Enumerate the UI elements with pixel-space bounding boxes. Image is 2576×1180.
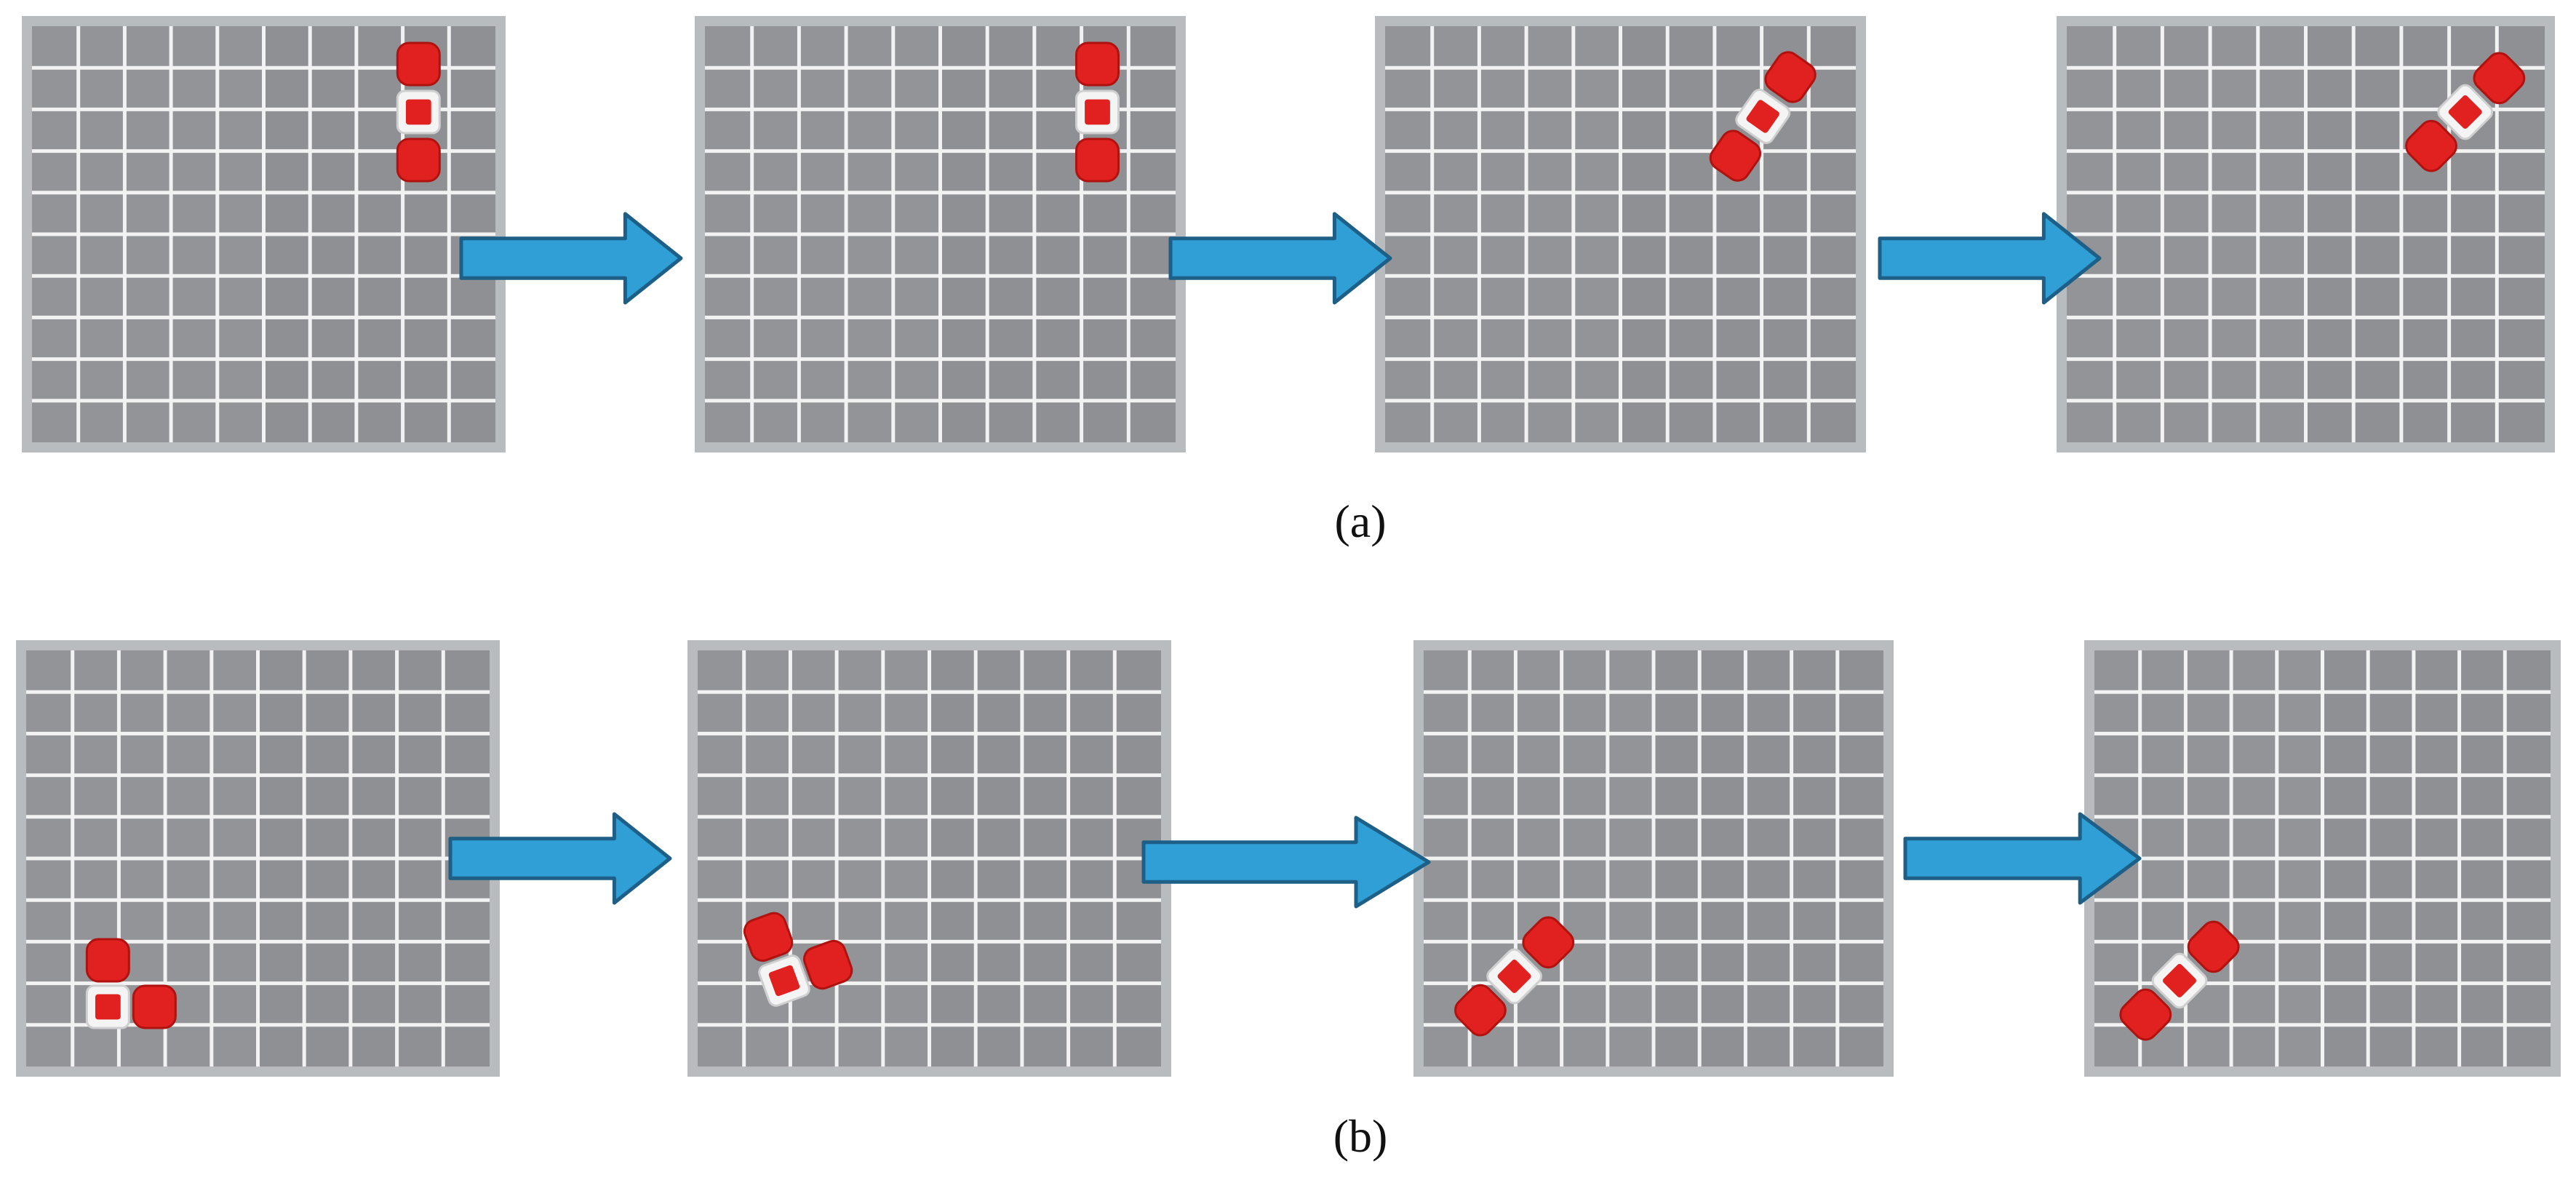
red-module <box>2405 119 2457 172</box>
center-module <box>85 984 130 1029</box>
arena-panel-4 <box>2057 16 2555 453</box>
center-module <box>758 954 810 1007</box>
right-arrow-icon <box>1141 816 1431 909</box>
red-module <box>1075 41 1120 87</box>
red-module <box>85 938 130 983</box>
right-arrow-icon <box>1168 212 1392 305</box>
right-arrow-icon <box>459 212 683 305</box>
red-module <box>743 912 794 962</box>
red-module <box>2119 988 2172 1041</box>
center-module <box>1486 948 1542 1005</box>
right-arrow-icon <box>1878 212 2102 305</box>
robot-module-icon <box>1709 51 1817 182</box>
red-module <box>1522 916 1575 969</box>
red-module <box>396 41 441 87</box>
right-arrow-icon <box>1903 812 2142 905</box>
robot-module-icon <box>396 41 441 183</box>
arrow-shape <box>1168 212 1392 305</box>
arena-panel-7 <box>1413 640 1894 1077</box>
arena-panel-3 <box>1375 16 1866 453</box>
arrow-shape <box>1141 816 1431 909</box>
red-module <box>802 939 853 990</box>
center-module <box>2437 84 2494 140</box>
arena-panel-5 <box>16 640 500 1077</box>
arena-panel-8 <box>2084 640 2561 1077</box>
red-module <box>1454 984 1507 1037</box>
arena-panel-6 <box>687 640 1171 1077</box>
arrow-shape <box>1878 212 2102 305</box>
robot-module-icon <box>1075 41 1120 183</box>
arrow-shape <box>1903 812 2142 905</box>
center-module <box>1075 89 1120 135</box>
center-module <box>1735 89 1791 144</box>
caption-b: (b) <box>1333 1110 1388 1162</box>
red-module <box>1764 51 1817 103</box>
red-module <box>2187 920 2240 973</box>
robot-module-icon <box>743 912 853 1007</box>
right-arrow-icon <box>448 812 672 905</box>
robot-module-icon <box>1454 916 1575 1037</box>
arrow-shape <box>448 812 672 905</box>
center-module <box>396 89 441 135</box>
robot-module-icon <box>2405 52 2526 172</box>
arena-panel-2 <box>695 16 1186 453</box>
caption-a: (a) <box>1334 495 1387 547</box>
center-module <box>2151 952 2208 1009</box>
robot-module-icon <box>85 938 177 1029</box>
red-module <box>2473 52 2526 105</box>
red-module <box>132 984 177 1029</box>
red-module <box>396 137 441 183</box>
arrow-shape <box>459 212 683 305</box>
arena-panel-1 <box>22 16 506 453</box>
robot-module-icon <box>2119 920 2240 1041</box>
red-module <box>1075 137 1120 183</box>
red-module <box>1709 129 1761 182</box>
